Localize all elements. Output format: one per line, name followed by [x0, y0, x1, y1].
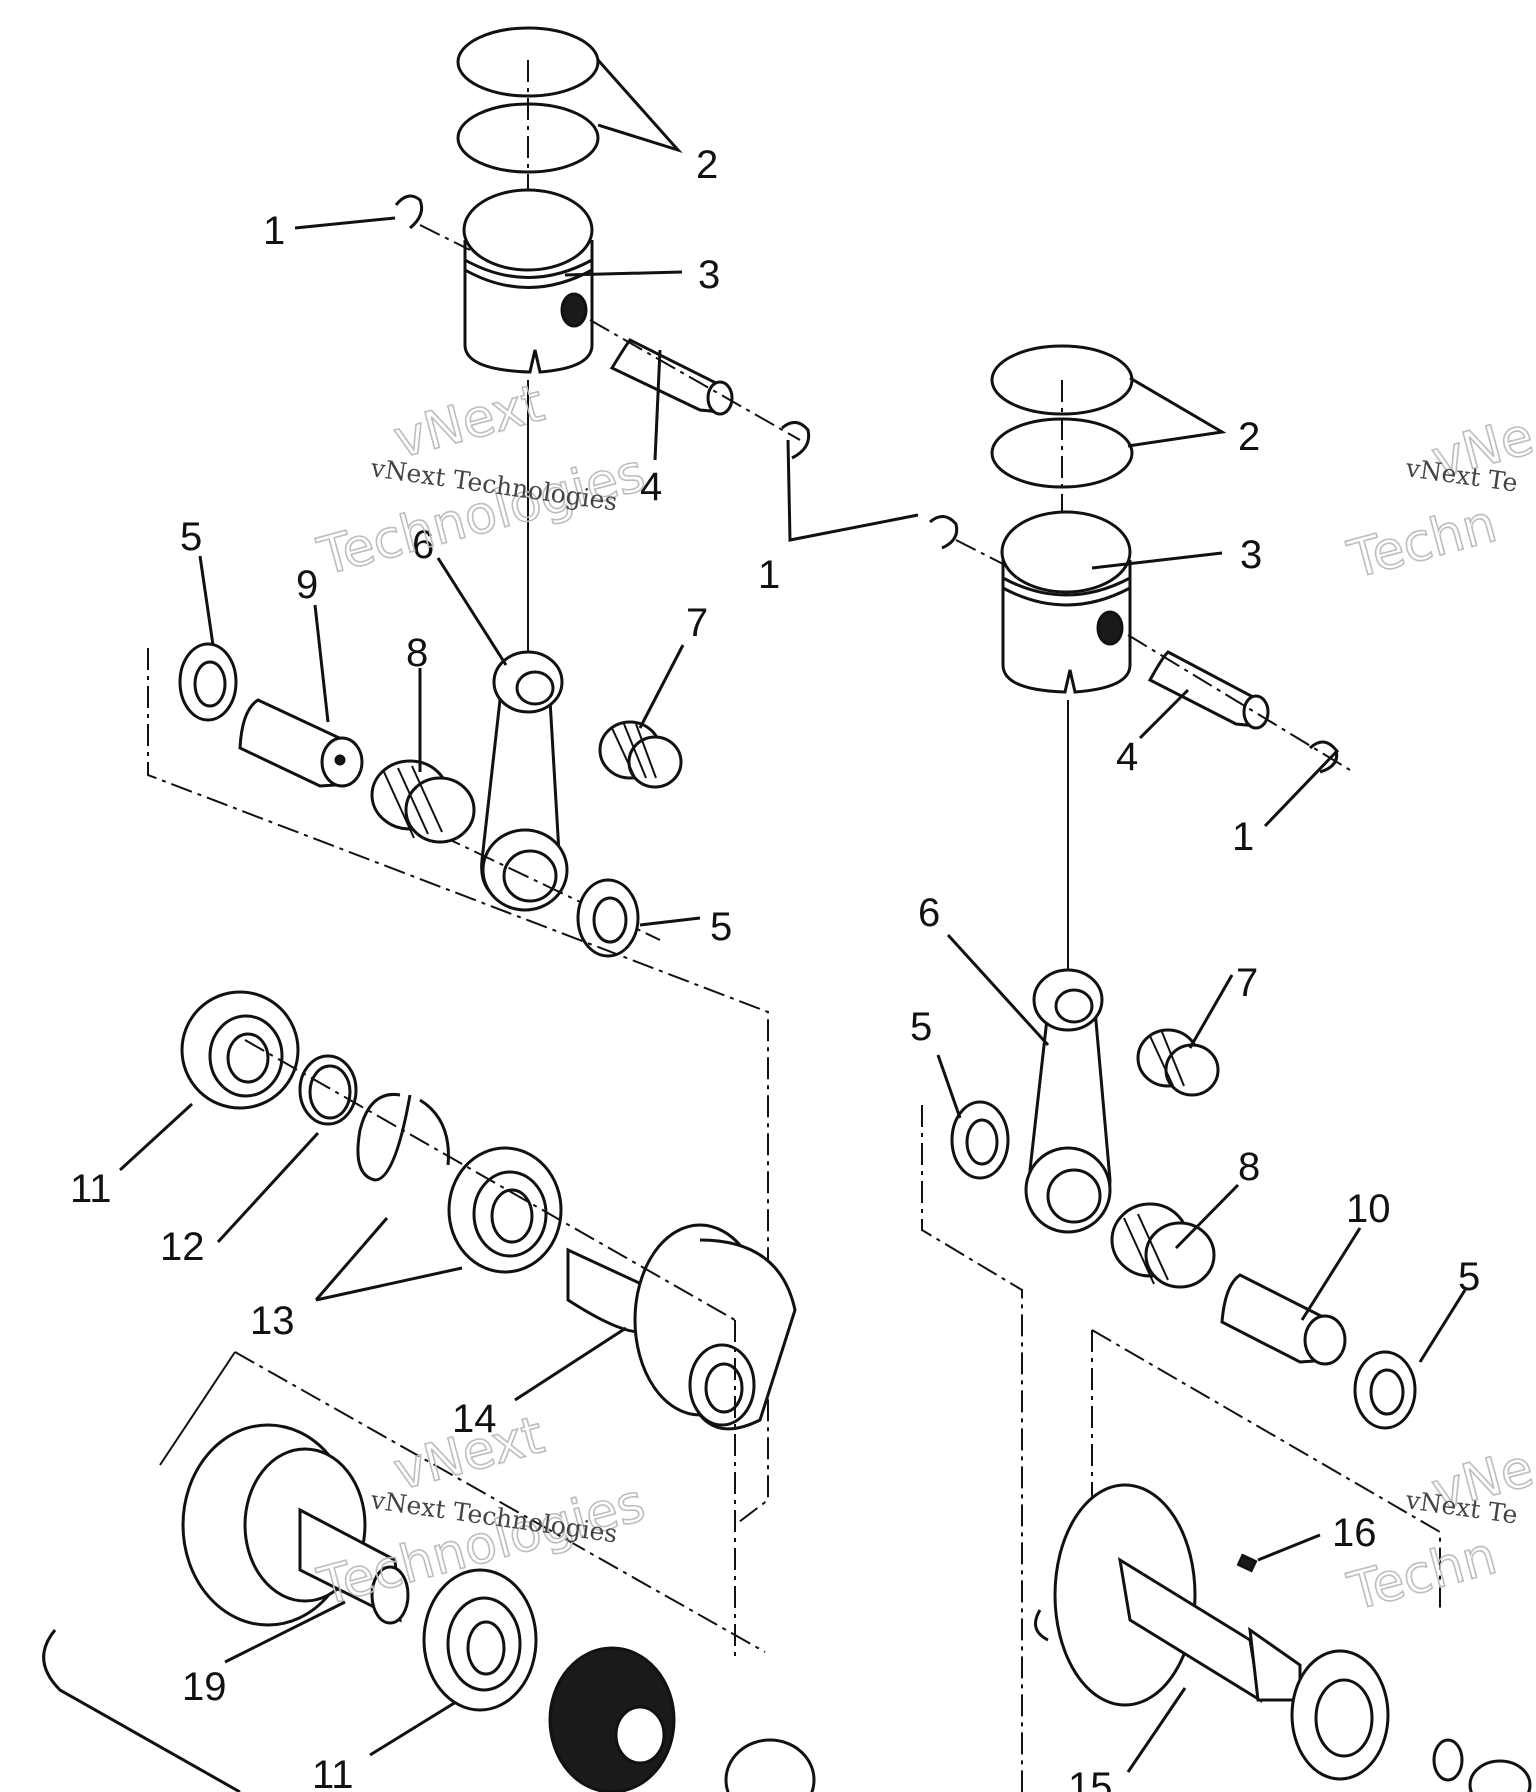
- callout-11: 11: [312, 1753, 354, 1792]
- callout-4: 4: [1116, 735, 1138, 779]
- watermark-big-line1: vNext: [388, 373, 550, 470]
- right-needle-bearing-small: [1136, 1028, 1220, 1097]
- callout-11: 11: [70, 1167, 112, 1211]
- left-flywheel-19: [181, 1423, 410, 1627]
- callout-7: 7: [686, 601, 708, 645]
- callout-8: 8: [406, 631, 428, 675]
- left-needle-bearing-small: [598, 720, 683, 789]
- callout-5: 5: [910, 1005, 932, 1049]
- callout-4: 4: [640, 465, 662, 509]
- left-bearing-13: [447, 1146, 563, 1274]
- right-thrust-washers: [950, 1100, 1417, 1430]
- callout-15: 15: [1068, 1765, 1113, 1792]
- callout-12: 12: [160, 1225, 205, 1269]
- right-piston-pin: [1127, 634, 1351, 771]
- callout-7: 7: [1236, 961, 1258, 1005]
- right-circlips: [929, 515, 1339, 774]
- left-needle-bearing-large: [370, 759, 476, 844]
- right-needle-bearing-large: [1110, 1202, 1216, 1289]
- callout-2: 2: [696, 143, 718, 187]
- left-piston: [462, 188, 594, 374]
- callout-6: 6: [412, 523, 434, 567]
- callout-6: 6: [918, 891, 940, 935]
- callout-14: 14: [452, 1397, 497, 1441]
- right-crankshaft-15: [1034, 1483, 1302, 1707]
- left-seal-12: [298, 1054, 358, 1126]
- callout-5: 5: [710, 905, 732, 949]
- callout-13: 13: [250, 1299, 295, 1343]
- callout-9: 9: [296, 563, 318, 607]
- left-seal-stack: [548, 1646, 816, 1792]
- left-retaining-ring-13: [356, 1092, 450, 1182]
- left-connecting-rod: [439, 650, 661, 941]
- callout-5: 5: [1458, 1255, 1480, 1299]
- left-thrust-washers: [178, 642, 640, 958]
- watermark-upper-right: vNe Techn vNext Te: [1341, 405, 1536, 591]
- left-crank-pin-9: [238, 698, 364, 788]
- callout-numbers: 1 2 3 4 1 2 3 4 1 5 9 6 8 7 5 6 7 5 8 10…: [70, 143, 1480, 1792]
- callout-10: 10: [1346, 1187, 1391, 1231]
- left-bearing-11b: [422, 1568, 538, 1712]
- callout-5: 5: [180, 515, 202, 559]
- callout-16: 16: [1332, 1511, 1377, 1555]
- left-crankshaft-14: [566, 1223, 797, 1431]
- watermark-upper-left: vNext Technologies vNext Technologies: [311, 372, 652, 588]
- callout-19: 19: [182, 1665, 227, 1709]
- right-bearing: [1290, 1649, 1532, 1792]
- callout-2: 2: [1238, 415, 1260, 459]
- right-connecting-rod: [1024, 968, 1112, 1234]
- left-piston-pin: [589, 319, 801, 441]
- watermark-big-line2: Technologies: [312, 443, 651, 588]
- watermark-edge-big2: Techn: [1342, 494, 1503, 591]
- left-bearing-11: [180, 990, 300, 1110]
- leader-lines: [118, 59, 1467, 1773]
- callout-1: 1: [1232, 815, 1254, 859]
- callout-3: 3: [698, 253, 720, 297]
- callout-8: 8: [1238, 1145, 1260, 1189]
- callout-1: 1: [263, 209, 285, 253]
- callout-1: 1: [758, 553, 780, 597]
- left-circlips: [394, 194, 811, 460]
- callout-3: 3: [1240, 533, 1262, 577]
- right-crank-pin-10: [1220, 1273, 1347, 1366]
- right-piston: [1000, 510, 1132, 694]
